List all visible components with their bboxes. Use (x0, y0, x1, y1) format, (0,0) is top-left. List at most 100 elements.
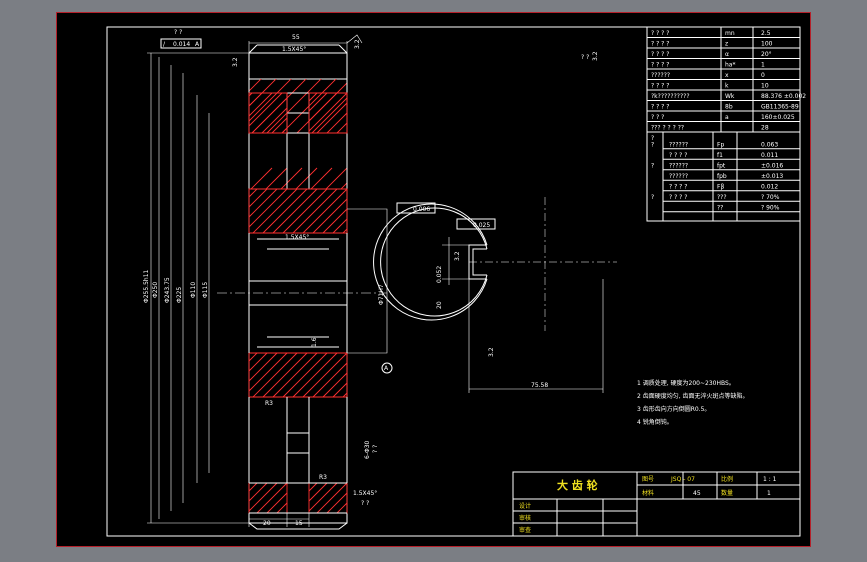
tol-symbol: fpt (717, 162, 726, 169)
dim-w15: 15 (295, 520, 303, 527)
ra-keyway-1: 3.2 (454, 251, 461, 261)
dim-d225: Φ225 (176, 287, 183, 303)
symmetry-value: 0.025 (473, 222, 490, 229)
keyway-depth: 75.58 (531, 382, 548, 389)
diameter-dims (147, 52, 249, 524)
drawing-no-label: 图号 (642, 476, 654, 483)
tol-symbol: fpb (717, 173, 727, 180)
param-name: ?????? (651, 72, 670, 79)
ra-top-right: 3.2 (354, 39, 361, 49)
tol-value: ? 70% (761, 194, 780, 201)
dim-d243: Φ243.75 (164, 277, 171, 303)
param-value: 88.376 ±0.002 (761, 93, 806, 100)
runout-value: 0.014 (173, 41, 190, 48)
keyway-width: 20 (436, 301, 443, 309)
dim-chamfer-top: 1.5X45° (282, 46, 306, 53)
end-view: 20 0.052 0.025 3.2 3.2 75.58 (373, 197, 617, 393)
datum-label: A (384, 365, 389, 372)
tol-name: ? ? ? ? (669, 194, 687, 201)
tol-value: ±0.013 (761, 173, 783, 180)
dim-chamfer-mid: 1.5X45° (285, 234, 309, 241)
ra-top-left: 3.2 (232, 57, 239, 67)
qty-label: 数量 (721, 489, 733, 497)
dim-tip-diameter: Φ255.5h11 (143, 269, 150, 303)
note-1: 1 调质处理, 硬度为200~230HBS。 (637, 379, 735, 387)
param-value: 2.5 (761, 30, 771, 37)
qty-value: 1 (767, 490, 771, 497)
tol-header: ? (651, 135, 654, 142)
param-value: 28 (761, 125, 769, 132)
title-text: 大 齿 轮 (557, 478, 598, 492)
review-label: 审查 (519, 526, 531, 534)
top-qmarks: ? ? (174, 29, 182, 36)
design-label: 设计 (519, 502, 531, 510)
datum-marker (381, 362, 393, 374)
runout-symbol: / (163, 41, 166, 48)
param-name: ? ? ? ? (651, 30, 669, 37)
scale-value: 1 : 1 (763, 476, 777, 483)
inner-frame (106, 26, 801, 537)
param-value: GB11365-89 (761, 104, 799, 111)
param-value: 160±0.025 (761, 114, 795, 121)
param-name: ?k?????????? (651, 93, 690, 100)
param-value: 20° (761, 51, 772, 58)
tol-name: ?????? (669, 141, 688, 148)
param-name: ? ? ? (651, 114, 664, 121)
tol-name: ?????? (669, 162, 688, 169)
ra-general-qmarks: ? ? (581, 54, 589, 61)
param-symbol: z (725, 41, 728, 48)
tol-group: ? (651, 194, 654, 201)
param-symbol: a (725, 114, 729, 121)
tol-value: 0.011 (761, 152, 778, 159)
bottom-qmarks: ? ? (361, 500, 369, 507)
param-symbol: x (725, 72, 729, 79)
ra-bore: 1.6 (311, 337, 318, 347)
tol-name: ? ? ? ? (669, 183, 687, 190)
tol-symbol: Fβ (717, 183, 724, 190)
tol-name: ?????? (669, 173, 688, 180)
param-symbol: k (725, 83, 729, 90)
radius-bottom: R3 (319, 474, 327, 481)
note-3: 3 齿形齿向方向倒圆R0.5。 (637, 405, 710, 413)
hatch-hub-top (248, 188, 348, 234)
param-name: ? ? ? ? (651, 41, 669, 48)
dim-d250: Φ250 (152, 282, 159, 298)
material-value: 45 (693, 490, 701, 497)
dim-chamfer-bottom: 1.5X45° (353, 490, 377, 497)
drawing-sheet: Φ255.5h11 Φ250 Φ243.75 Φ225 Φ110 Φ115 55… (56, 12, 811, 547)
param-name: ? ? ? ? (651, 62, 669, 69)
runout-frame (160, 38, 202, 49)
tol-group: ? (651, 141, 654, 148)
holes-qmarks: ? ? (372, 445, 379, 453)
hatch-rim-bottom (248, 482, 348, 514)
param-symbol: 8b (725, 104, 733, 111)
tol-group: ? (651, 162, 654, 169)
scale-label: 比例 (721, 475, 733, 483)
holes-spec: 6-Φ30 (364, 440, 371, 459)
param-symbol: α (725, 51, 729, 58)
note-2: 2 齿面硬度均匀, 齿面无淬火斑点等缺陷。 (637, 392, 749, 400)
keyway-tolerance: 0.052 (436, 266, 443, 283)
param-value: 10 (761, 83, 769, 90)
tol-value: ? 90% (761, 204, 780, 211)
param-symbol: ha* (725, 62, 735, 69)
param-name: ? ? ? ? (651, 104, 669, 111)
title-block: 大 齿 轮 图号 JSQ - 07 比例 1 : 1 材料 45 数量 1 设计… (512, 471, 801, 537)
tol-name: ? ? ? ? (669, 152, 687, 159)
tol-symbol: ?? (717, 204, 723, 211)
runout-datum: A (195, 41, 200, 48)
gear-drawing: Φ255.5h11 Φ250 Φ243.75 Φ225 Φ110 Φ115 55… (106, 26, 806, 537)
check-label: 审核 (519, 514, 531, 522)
symmetry-frame (456, 218, 496, 230)
radius-left: R3 (265, 400, 273, 407)
tol-symbol: ??? (717, 194, 727, 201)
hatch-rim-top (248, 92, 348, 134)
param-name: ? ? ? ? (651, 51, 669, 58)
dim-width-55: 55 (292, 34, 300, 41)
tol-value: ±0.016 (761, 162, 783, 169)
param-name: ? ? ? ? (651, 83, 669, 90)
param-symbol: mn (725, 30, 735, 37)
param-name: ??? ? ? ? ?? (651, 125, 684, 132)
tol-value: 0.063 (761, 141, 778, 148)
tol-symbol: Fp (717, 141, 724, 148)
